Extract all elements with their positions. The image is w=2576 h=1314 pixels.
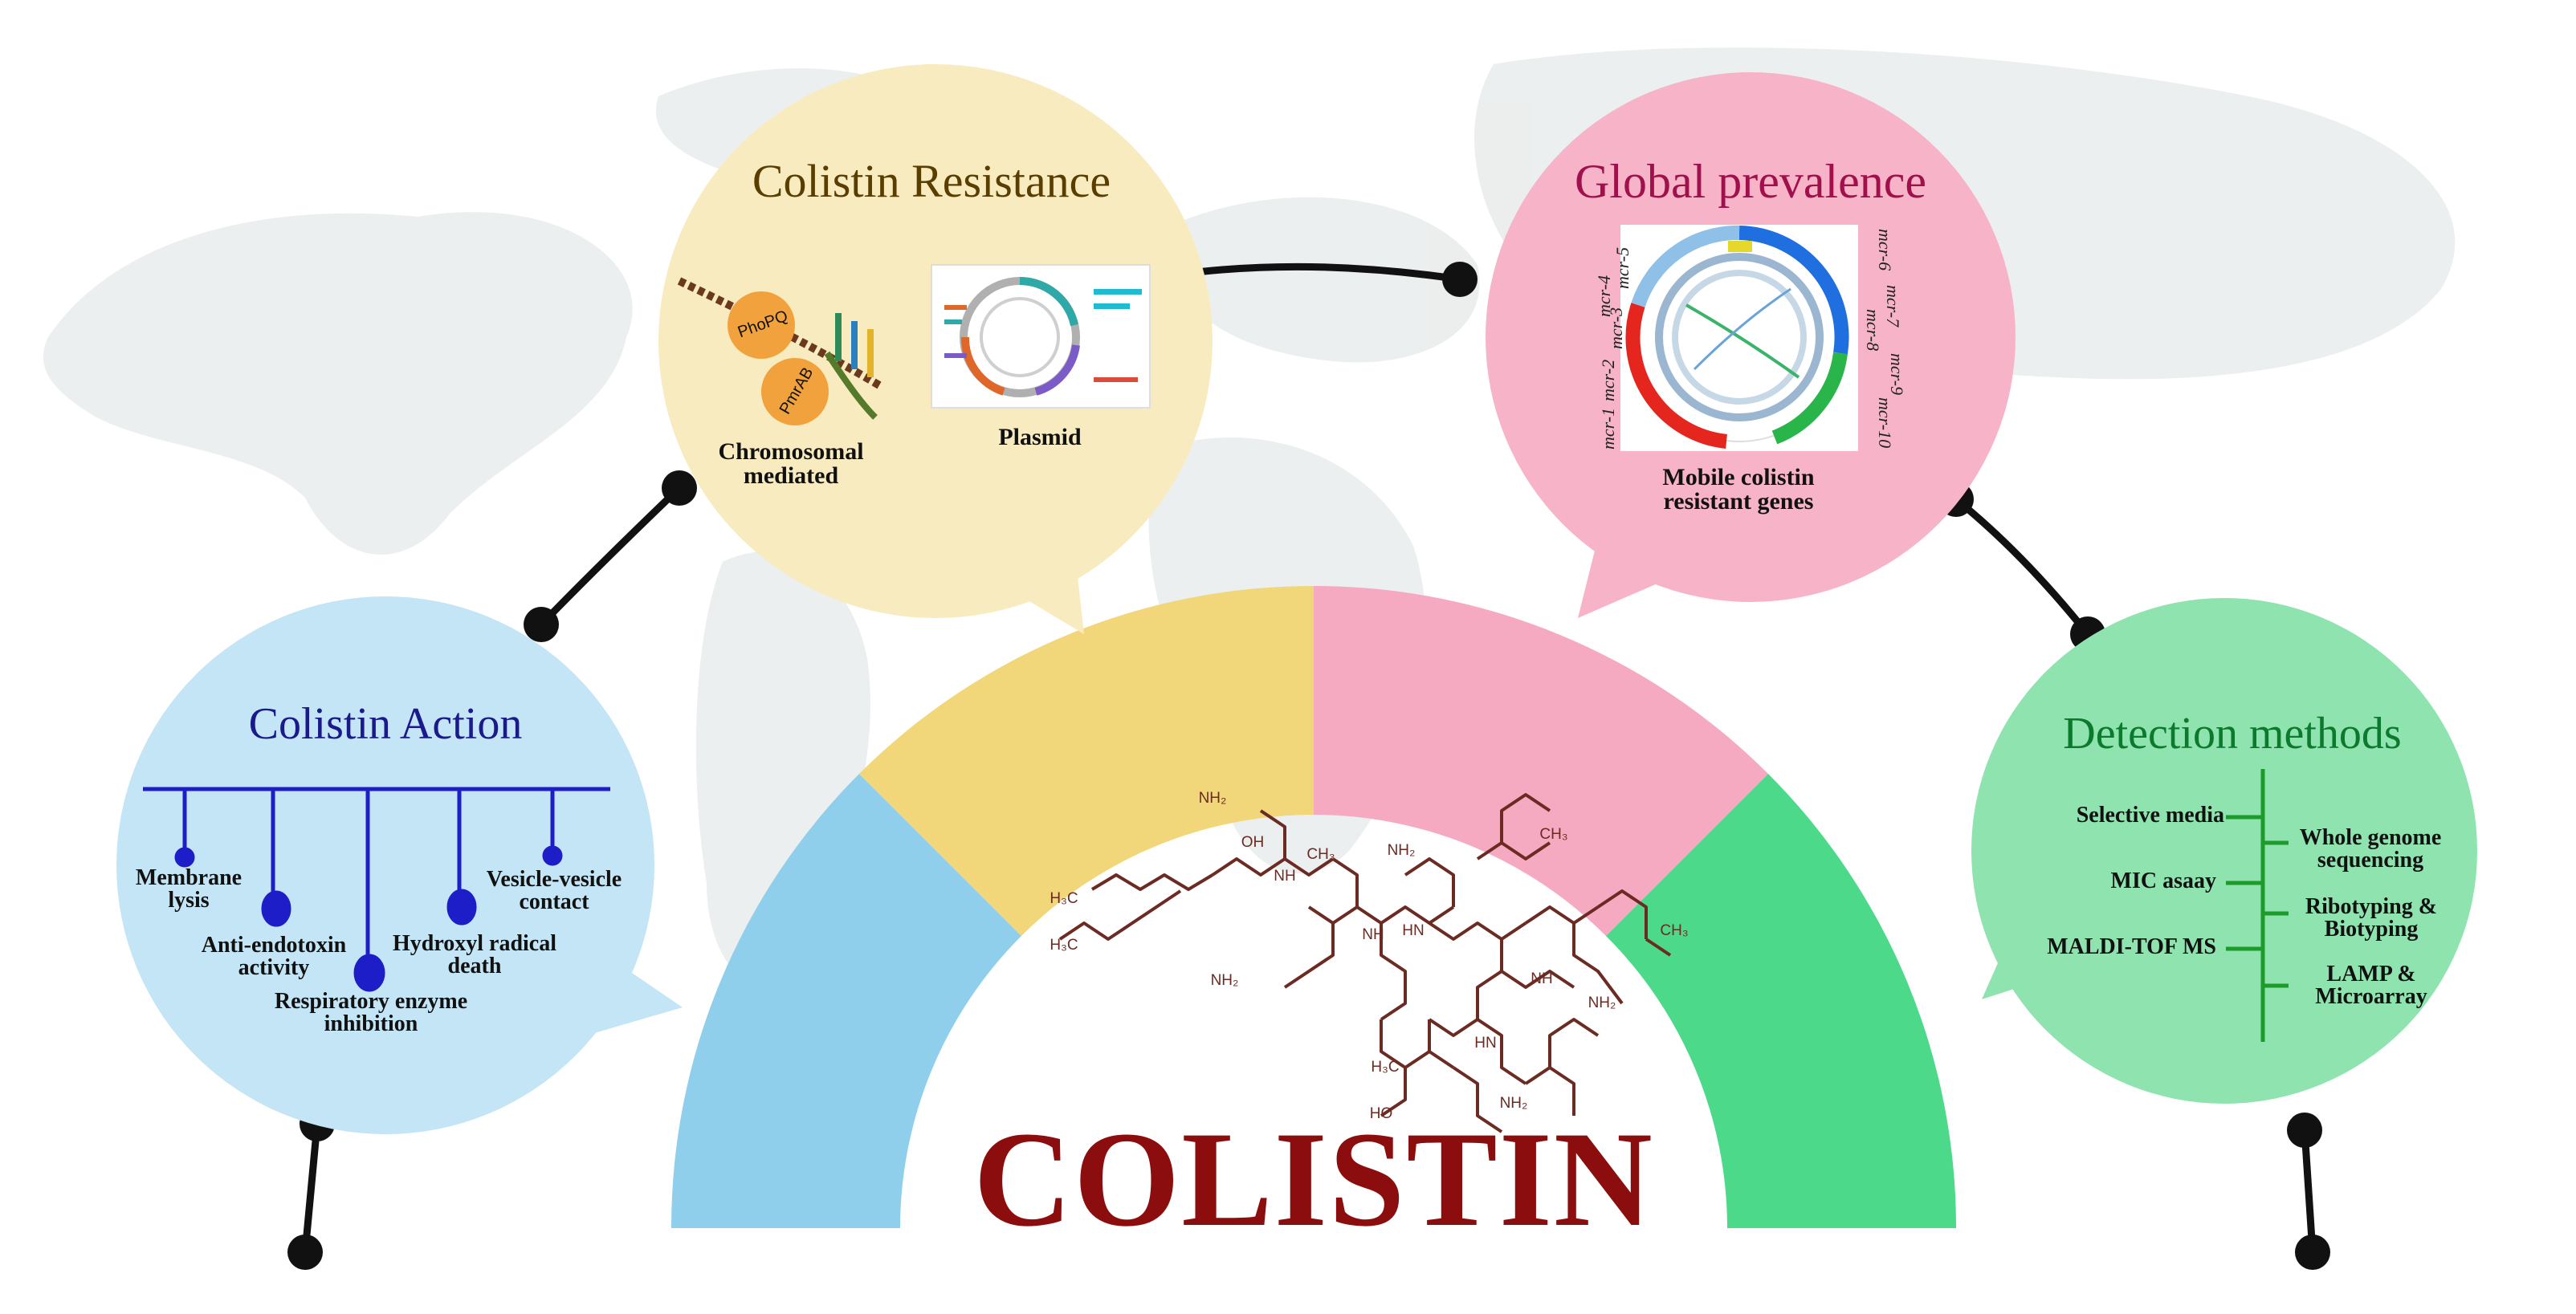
arc-segment-pink (1314, 585, 1768, 936)
action-item-anti-endotoxin: Anti-endotoxin activity (201, 933, 347, 980)
gene-label-mcr-2: mcr-2 (1598, 359, 1618, 401)
gene-label-mcr-9: mcr-9 (1887, 353, 1907, 396)
atom-label: HO (1369, 1105, 1393, 1122)
method-lamp-microarray: LAMP & Microarray (2315, 962, 2427, 1009)
caption-chromosomal-mediated: Chromosomal mediated (718, 438, 864, 489)
arc-segment-yellow (859, 585, 1314, 936)
atom-label: HN (1402, 922, 1425, 939)
atom-label: NH (1362, 926, 1384, 943)
action-item-membrane-lysis: Membrane lysis (135, 865, 243, 913)
atom-label: CH₃ (1306, 846, 1335, 863)
caption-mobile-colistin-genes: Mobile colistin resistant genes (1662, 464, 1815, 515)
action-item-vesicle-contact: Vesicle-vesicle contact (486, 867, 622, 914)
atom-label: NH₂ (1210, 972, 1239, 989)
atom-label: CH₃ (1539, 826, 1568, 843)
method-selective-media: Selective media (2076, 803, 2224, 828)
colistin-main-title: COLISTIN (973, 1104, 1654, 1255)
action-tree (143, 787, 610, 992)
atom-label: NH₂ (1588, 995, 1616, 1011)
gene-label-mcr-7: mcr-7 (1883, 285, 1903, 327)
connectors (301, 262, 2317, 1256)
method-maldi-tof: MALDI-TOF MS (2047, 934, 2216, 959)
atom-label: H₃C (1050, 890, 1078, 907)
method-whole-genome-sequencing: Whole genome sequencing (2299, 825, 2442, 873)
colistin-molecule (1058, 793, 1672, 1133)
atom-label: NH (1531, 970, 1553, 987)
gene-label-mcr-10: mcr-10 (1875, 397, 1895, 449)
atom-label: H₃C (1371, 1059, 1400, 1076)
atom-label: NH₂ (1499, 1095, 1528, 1112)
colistin-action-title: Colistin Action (248, 699, 523, 749)
action-item-respiratory-enzyme: Respiratory enzyme inhibition (274, 989, 468, 1036)
arc-segment-green (1606, 774, 1957, 1228)
action-item-hydroxyl-radical: Hydroxyl radical death (392, 931, 557, 978)
arc-segment-blue (670, 774, 1021, 1228)
atom-label: NH₂ (1198, 790, 1227, 807)
atom-label: CH₃ (1660, 922, 1689, 939)
gene-label-mcr-5: mcr-5 (1612, 246, 1632, 289)
colistin-arc (670, 585, 1957, 1228)
method-mic-assay: MIC asaay (2110, 869, 2216, 893)
atom-label: OH (1241, 834, 1265, 851)
genome-circle-icon (1620, 225, 1858, 451)
gene-label-mcr-1: mcr-1 (1598, 407, 1618, 450)
detection-bracket (2226, 769, 2289, 1042)
caption-plasmid: Plasmid (998, 424, 1082, 450)
atom-label: NH (1274, 868, 1296, 885)
atom-label: HN (1474, 1035, 1497, 1052)
atom-label: H₃C (1050, 937, 1078, 954)
colistin-resistance-title: Colistin Resistance (752, 155, 1111, 207)
protein-phopq-icon (728, 291, 795, 359)
protein-pmrab-icon (761, 358, 829, 425)
gene-label-mcr-6: mcr-6 (1875, 229, 1895, 271)
method-ribotyping-biotyping: Ribotyping & Biotyping (2305, 894, 2438, 942)
detection-methods-title: Detection methods (2063, 709, 2402, 759)
global-prevalence-title: Global prevalence (1574, 155, 1927, 208)
atom-label: NH₂ (1387, 842, 1416, 859)
plasmid-map-icon (931, 264, 1151, 409)
bubble-detection-methods (1971, 598, 2477, 1104)
chromosomal-illustration (677, 277, 882, 425)
gene-label-mcr-8: mcr-8 (1863, 309, 1883, 352)
bubble-colistin-action (116, 596, 683, 1134)
